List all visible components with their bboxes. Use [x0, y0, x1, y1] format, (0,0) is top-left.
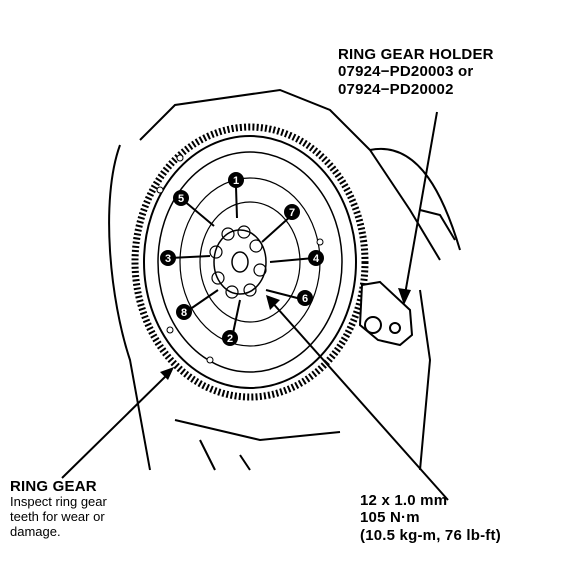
- ring-gear-label: RING GEAR Inspect ring gear teeth for we…: [10, 478, 107, 540]
- svg-text:1: 1: [233, 175, 239, 187]
- engine-block-outline: [108, 88, 461, 471]
- svg-text:3: 3: [165, 253, 171, 265]
- flywheel-bolt-holes: [209, 225, 267, 299]
- bolt-spec-label: 12 x 1.0 mm 105 N·m (10.5 kg-m, 76 lb-ft…: [360, 492, 501, 544]
- sequence-marker-8: 8: [176, 304, 192, 320]
- ring-gear-teeth: [131, 123, 369, 401]
- sequence-marker-6: 6: [297, 290, 313, 306]
- bolt-size: 12 x 1.0 mm: [360, 492, 448, 509]
- svg-text:4: 4: [313, 253, 320, 265]
- sequence-marker-4: 4: [308, 250, 324, 266]
- sequence-marker-2: 2: [222, 330, 238, 346]
- ring-gear-rim: [143, 135, 357, 389]
- center-hub: [213, 229, 267, 295]
- ring-gear-note-2: teeth for wear or: [10, 509, 105, 525]
- sequence-marker-3: 3: [160, 250, 176, 266]
- holder-title: RING GEAR HOLDER: [338, 46, 494, 63]
- ring-gear-note-3: damage.: [10, 524, 61, 540]
- sequence-markers: 1 2 3 4 5 6 7 8: [160, 172, 324, 346]
- sequence-marker-1: 1: [228, 172, 244, 188]
- sequence-marker-7: 7: [284, 204, 300, 220]
- bolt-torque-alt: (10.5 kg-m, 76 lb-ft): [360, 526, 501, 544]
- center-bore: [231, 251, 249, 273]
- svg-text:5: 5: [178, 193, 184, 205]
- holder-part-a: 07924−PD20003 or: [338, 63, 474, 81]
- ring-gear-holder-tool: [358, 280, 414, 347]
- svg-text:2: 2: [227, 333, 233, 345]
- flywheel: [131, 123, 369, 401]
- svg-text:8: 8: [181, 307, 187, 319]
- leader-lines: [61, 111, 449, 501]
- arrowheads: [160, 288, 411, 380]
- flywheel-plate: [157, 151, 343, 373]
- svg-text:6: 6: [302, 293, 308, 305]
- ring-gear-holder-label: RING GEAR HOLDER 07924−PD20003 or 07924−…: [338, 46, 494, 98]
- sequence-marker-5: 5: [173, 190, 189, 206]
- svg-text:7: 7: [289, 207, 295, 219]
- holder-part-b: 07924−PD20002: [338, 80, 454, 98]
- bolt-torque-nm: 105 N·m: [360, 509, 420, 527]
- rim-holes: [156, 154, 324, 364]
- ring-gear-title: RING GEAR: [10, 478, 97, 495]
- ring-gear-note-1: Inspect ring gear: [10, 494, 107, 510]
